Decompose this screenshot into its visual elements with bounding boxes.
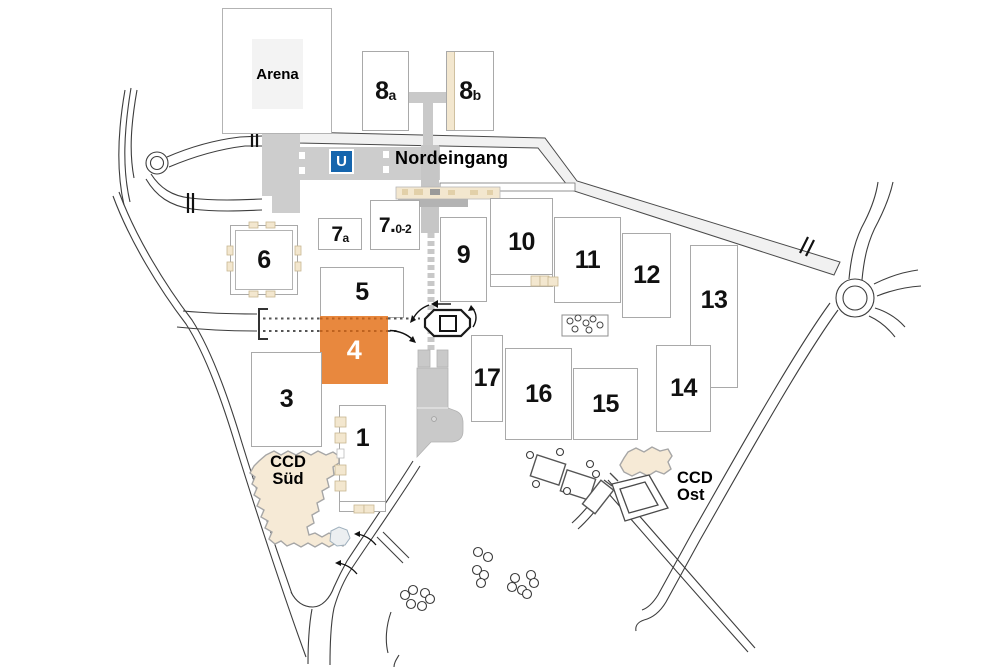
roundabout-west — [145, 151, 169, 175]
arena-core: Arena — [252, 39, 303, 109]
hall-15[interactable]: 15 — [573, 368, 638, 440]
trees — [399, 447, 601, 612]
arena-building[interactable]: Arena — [222, 8, 332, 134]
hall-12[interactable]: 12 — [622, 233, 671, 318]
hall-17[interactable]: 17 — [471, 335, 503, 422]
ubahn-icon: U — [329, 149, 354, 174]
hall-4-highlighted[interactable]: 4 — [320, 316, 388, 384]
hall-10[interactable]: 10 — [490, 198, 553, 287]
hall-6[interactable]: 6 — [230, 225, 298, 295]
hall-8b[interactable]: 8b — [446, 51, 494, 131]
hall-9[interactable]: 9 — [440, 217, 487, 302]
hall-8a[interactable]: 8a — [362, 51, 409, 131]
hall-7-0-2[interactable]: 7.0-2 — [370, 200, 420, 250]
arena-label: Arena — [256, 65, 299, 83]
hall-5[interactable]: 5 — [320, 267, 404, 318]
ccd-sued-building[interactable] — [249, 450, 351, 548]
ccd-ost-loop-road — [603, 472, 669, 522]
station-platform — [395, 186, 501, 207]
hall-3[interactable]: 3 — [251, 352, 322, 447]
ccd-sued-label: CCD Süd — [270, 453, 306, 488]
hall-14[interactable]: 14 — [656, 345, 711, 432]
hall-11[interactable]: 11 — [554, 217, 621, 303]
parking-area — [561, 314, 609, 337]
hall-7a[interactable]: 7a — [318, 218, 362, 250]
south-entrance-building — [416, 349, 464, 459]
ccd-ost-label: CCD Ost — [677, 469, 713, 504]
hall-16[interactable]: 16 — [505, 348, 572, 440]
ccd-ost-building[interactable] — [619, 446, 673, 477]
east-pavilions — [529, 454, 615, 515]
north-entrance-complex — [262, 92, 446, 233]
hall-1[interactable]: 1 — [339, 405, 386, 512]
roundabout-east — [835, 278, 875, 318]
north-entrance-label: Nordeingang — [395, 148, 509, 168]
